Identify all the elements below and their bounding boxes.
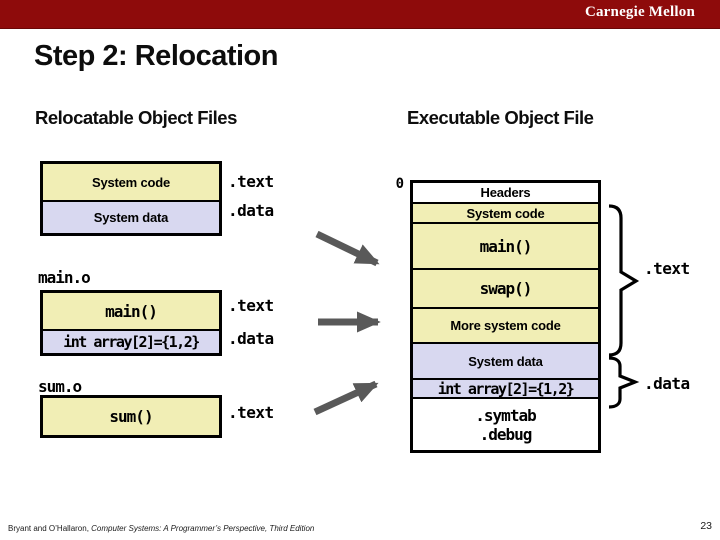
symtab-label: .symtab xyxy=(475,405,536,425)
section-label-text: .text xyxy=(228,172,274,191)
footer-book-title: Computer Systems: A Programmer’s Perspec… xyxy=(91,524,315,533)
exec-row-more-system-code: More system code xyxy=(413,309,598,344)
exec-row-system-data: System data xyxy=(413,344,598,380)
data-section-brace xyxy=(608,356,640,409)
footer-citation: Bryant and O’Hallaron, Computer Systems:… xyxy=(8,524,314,533)
debug-label: .debug xyxy=(479,424,533,444)
exec-row-headers: Headers xyxy=(413,183,598,204)
relocation-arrow-sum xyxy=(313,380,379,416)
brace-label-data: .data xyxy=(644,374,690,393)
section-label-data: .data xyxy=(228,201,274,220)
section-label-text: .text xyxy=(228,296,274,315)
left-column-heading: Relocatable Object Files xyxy=(35,107,237,128)
sum-object-box: sum() xyxy=(40,395,222,438)
exec-row-system-code: System code xyxy=(413,204,598,224)
section-label-text: .text xyxy=(228,403,274,422)
system-object-box: System code System data xyxy=(40,161,222,236)
segment-system-code: System code xyxy=(43,164,219,202)
page-number: 23 xyxy=(700,520,712,532)
exec-row-array: int array[2]={1,2} xyxy=(413,380,598,399)
address-zero-label: 0 xyxy=(395,176,404,192)
exec-row-symtab-debug: .symtab .debug xyxy=(413,399,598,450)
file-label-sum-o: sum.o xyxy=(38,377,82,396)
file-label-main-o: main.o xyxy=(38,268,91,287)
section-label-data: .data xyxy=(228,329,274,348)
text-section-brace xyxy=(608,204,640,357)
brand-text: Carnegie Mellon xyxy=(584,4,695,20)
executable-box: Headers System code main() swap() More s… xyxy=(410,180,601,453)
main-object-box: main() int array[2]={1,2} xyxy=(40,290,222,356)
top-banner: Carnegie Mellon xyxy=(0,0,720,29)
page-title: Step 2: Relocation xyxy=(34,40,279,72)
footer-authors: Bryant and O’Hallaron, xyxy=(8,524,92,533)
exec-row-swap-fn: swap() xyxy=(413,270,598,309)
right-column-heading: Executable Object File xyxy=(407,107,594,128)
segment-main-array: int array[2]={1,2} xyxy=(43,331,219,353)
segment-system-data: System data xyxy=(43,202,219,233)
brace-label-text: .text xyxy=(644,259,690,278)
segment-main-fn: main() xyxy=(43,293,219,331)
exec-row-main-fn: main() xyxy=(413,224,598,270)
segment-sum-fn: sum() xyxy=(43,398,219,435)
relocation-arrow-system xyxy=(315,230,380,267)
